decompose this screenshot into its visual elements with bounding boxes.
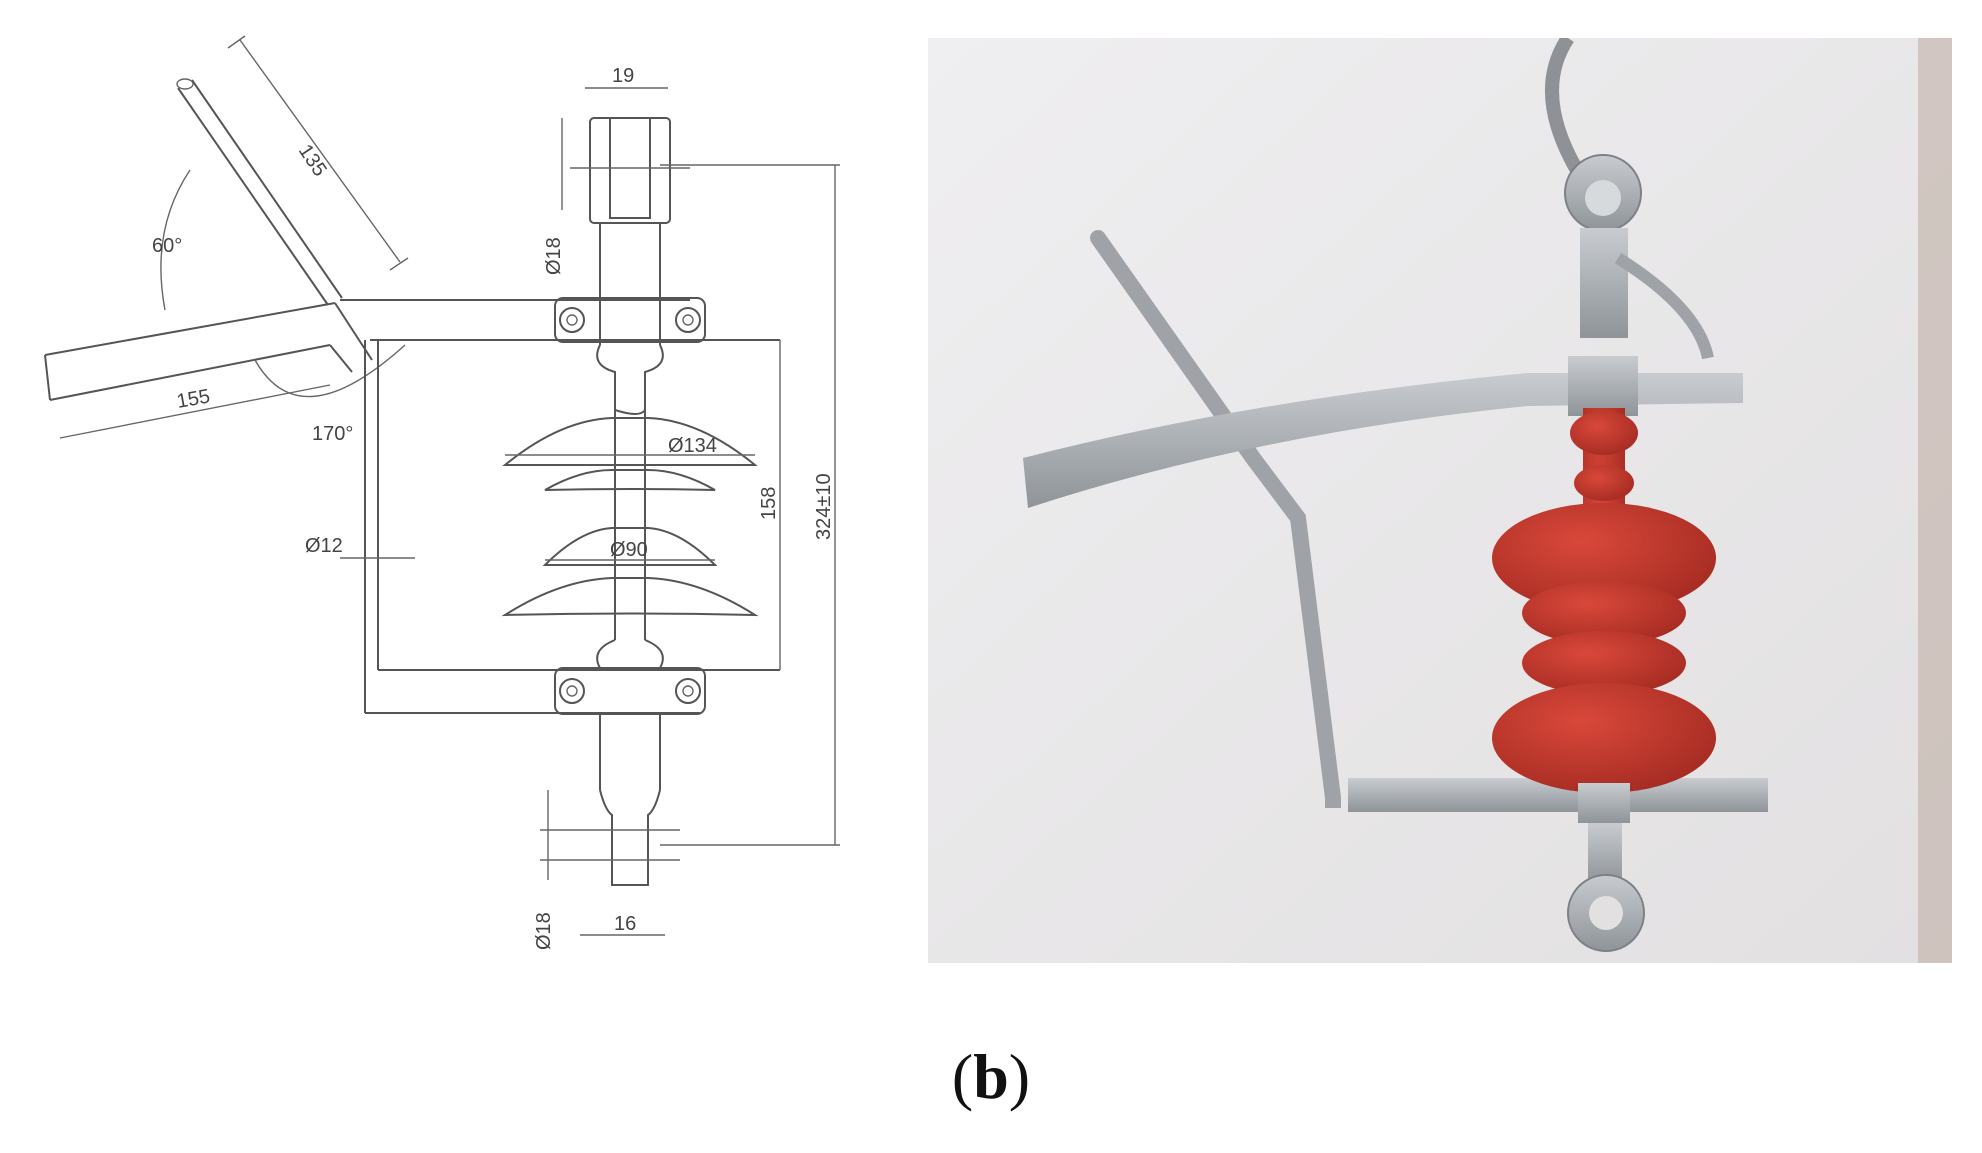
upper-arm [176, 78, 343, 306]
bottom-bracket [365, 667, 780, 715]
dim-angle-lower: 170° [312, 423, 353, 445]
caption-label: b [973, 1041, 1009, 1112]
dim-arm-length: 135 [294, 140, 331, 180]
dim-rod-dia: Ø12 [305, 535, 343, 557]
dim-bottom-width: 16 [614, 913, 636, 935]
figure-caption: (b) [951, 1041, 1031, 1112]
dim-angle-upper: 60° [152, 235, 182, 257]
dim-shed-large-dia: Ø134 [668, 435, 717, 457]
product-photo [928, 38, 1952, 963]
dim-pin-dia-bottom: Ø18 [533, 912, 555, 950]
photo-top-fitting [1564, 154, 1714, 416]
lower-arm [44, 302, 373, 401]
photo-insulator [1492, 408, 1716, 798]
technical-drawing: 135 60° 155 170° Ø12 [44, 35, 840, 950]
vertical-rod [364, 340, 379, 713]
photo-bottom-fitting [1567, 783, 1645, 952]
dim-pin-dia-top: Ø18 [543, 237, 565, 275]
bottom-fitting [540, 713, 680, 886]
dim-top-clevis-width: 19 [612, 65, 634, 87]
insulator-body [501, 344, 759, 669]
top-bracket [340, 297, 780, 343]
dim-shed-small-dia: Ø90 [610, 539, 648, 561]
photo-background [928, 38, 1952, 963]
top-clevis [570, 117, 690, 345]
dim-overall-height: 324±10 [813, 473, 835, 540]
dim-insulation-height: 158 [758, 487, 780, 520]
